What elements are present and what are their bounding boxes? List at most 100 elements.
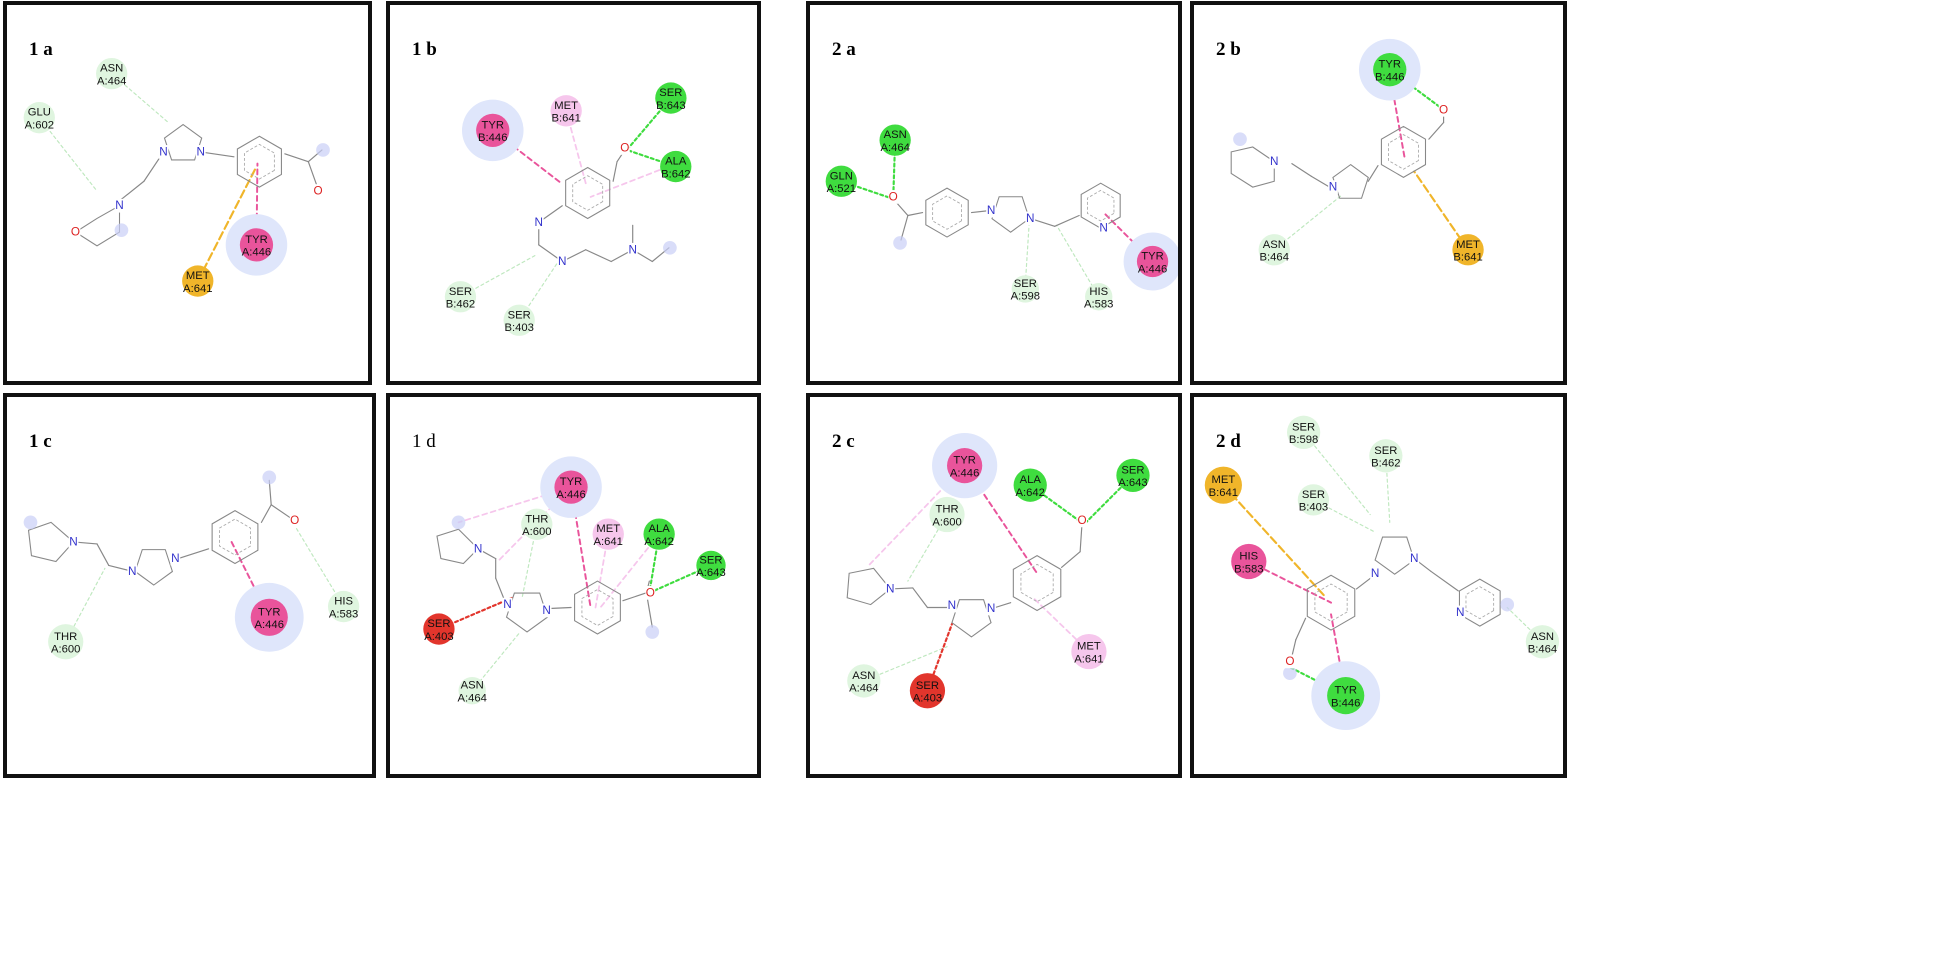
solvent-blob	[893, 236, 907, 250]
residue-name: MET	[554, 100, 578, 112]
residue-circle	[1231, 543, 1267, 580]
residue-name: MET	[1456, 239, 1480, 251]
residue-id: A:641	[183, 283, 212, 295]
residue-circle	[1071, 633, 1107, 670]
residue-id: B:462	[446, 299, 475, 311]
aromatic-circle	[1465, 586, 1495, 620]
bond	[1291, 163, 1313, 177]
residue-circle	[592, 518, 624, 550]
nitrogen-atom: N	[535, 216, 543, 229]
residue-name: MET	[596, 523, 620, 535]
interaction-line	[1413, 170, 1470, 251]
atom-bg	[502, 597, 513, 612]
nitrogen-atom: N	[1456, 606, 1464, 619]
residue-id: B:642	[661, 168, 690, 180]
oxygen-atom: O	[646, 586, 655, 599]
atom-bg	[986, 203, 996, 218]
nitrogen-atom: N	[987, 602, 995, 615]
bond	[284, 153, 309, 163]
nitrogen-atom: N	[115, 199, 123, 212]
panel-label: 1 a	[29, 39, 53, 60]
bond	[612, 161, 618, 182]
residue-id: A:446	[1138, 263, 1167, 275]
residue-id: B:641	[1453, 252, 1482, 264]
nitrogen-atom: N	[542, 604, 550, 617]
atom-bg	[68, 535, 79, 549]
oxygen-atom: O	[1285, 655, 1294, 668]
oxygen-atom: O	[290, 514, 299, 527]
residue-name: HIS	[1089, 286, 1108, 298]
panel-label: 2 b	[1216, 39, 1241, 60]
residue-name: SER	[1374, 445, 1397, 457]
residue-id: B:446	[1375, 71, 1404, 83]
bond	[1295, 617, 1307, 641]
pyrrolidine-ring	[846, 567, 892, 606]
solvent-blob	[114, 223, 129, 238]
residue-id: A:600	[522, 526, 551, 538]
residue-circle	[476, 113, 510, 148]
residue-id: B:641	[1209, 487, 1238, 499]
oxygen-atom: O	[1439, 103, 1448, 116]
benzene-ring	[1012, 555, 1062, 612]
residue-name: SER	[427, 618, 450, 630]
bond	[268, 479, 272, 506]
residue-name: SER	[1121, 464, 1144, 476]
nitrogen-atom: N	[1329, 181, 1337, 194]
residue-name: MET	[1211, 474, 1235, 486]
residue-circle	[423, 613, 455, 645]
residue-name: ASN	[1263, 239, 1286, 251]
residue-id: A:643	[696, 567, 725, 579]
residue-name: ASN	[1531, 631, 1554, 643]
residue-circle	[1327, 677, 1365, 715]
residue-id: A:446	[556, 489, 585, 501]
residue-name: ASN	[100, 63, 123, 75]
interaction-line	[1024, 221, 1030, 285]
residue-circle	[1085, 283, 1113, 311]
oxygen-atom: O	[1078, 514, 1087, 527]
benzene-ring	[211, 510, 259, 565]
five-ring	[991, 196, 1030, 233]
interaction-diagram: NNNOMETB:641TYRB:446SERB:643ALAB:642SERB…	[444, 82, 692, 336]
residue-name: GLN	[830, 170, 853, 182]
solvent-blob	[645, 625, 660, 639]
panel-label: 2 c	[832, 431, 855, 452]
residue-circle	[643, 518, 675, 550]
residue-name: ALA	[649, 523, 671, 535]
nitrogen-atom: N	[1099, 222, 1107, 235]
residue-name: SER	[699, 554, 722, 566]
panel-label: 2 a	[832, 39, 856, 60]
aromatic-circle	[932, 195, 962, 230]
residue-circle	[1013, 468, 1047, 502]
residue-id: A:446	[242, 247, 271, 259]
nitrogen-atom: N	[503, 598, 511, 611]
benzene-ring	[1458, 578, 1501, 627]
interaction-line	[292, 521, 345, 608]
oxygen-atom: O	[889, 190, 898, 203]
nitrogen-atom: N	[474, 542, 482, 555]
aromatic-circle	[219, 518, 252, 556]
residue-id: B:464	[1528, 644, 1557, 656]
pyrrolidine-ring	[436, 528, 479, 565]
atom-bg	[170, 551, 181, 566]
interaction-line	[196, 165, 258, 283]
five-ring	[951, 599, 992, 638]
interaction-line	[599, 533, 661, 609]
residue-name: THR	[54, 631, 77, 643]
aromatic-circle	[1314, 583, 1348, 622]
nitrogen-atom: N	[886, 582, 894, 595]
nitrogen-atom: N	[128, 565, 136, 578]
panel-label: 1 d	[412, 431, 436, 452]
residue-circle	[825, 165, 857, 197]
